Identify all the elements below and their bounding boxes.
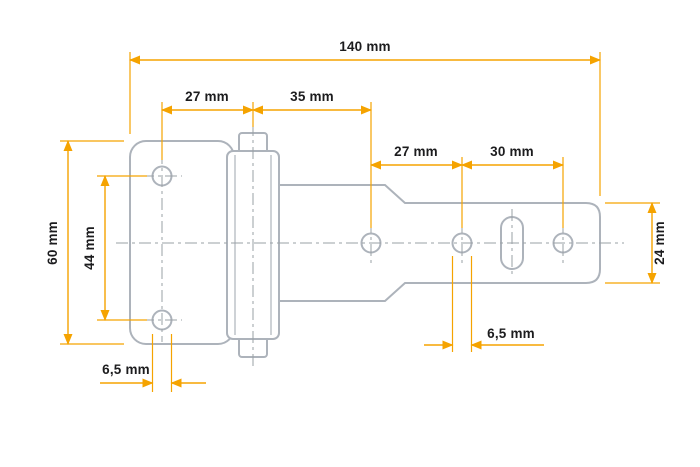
arm-outline bbox=[269, 184, 601, 302]
hinge-part bbox=[129, 132, 601, 358]
dim-label-plate-hole-to-pin: 27 mm bbox=[185, 89, 229, 104]
dim-arm-row: 27 mm 30 mm bbox=[370, 144, 564, 228]
dim-label-arm-end-height: 24 mm bbox=[652, 221, 667, 265]
dim-label-plate-hole-diameter: 6,5 mm bbox=[102, 362, 150, 377]
dim-label-plate-hole-spacing: 44 mm bbox=[82, 226, 97, 270]
dim-plate-height: 60 mm bbox=[45, 140, 124, 345]
dim-label-arm-hole2-to-hole3: 30 mm bbox=[490, 144, 534, 159]
dim-arm-end-height: 24 mm bbox=[605, 202, 667, 284]
dim-label-plate-height: 60 mm bbox=[45, 221, 60, 265]
dim-label-overall-width: 140 mm bbox=[339, 39, 390, 54]
dim-overall-width: 140 mm bbox=[129, 39, 601, 196]
dim-plate-hole-diameter: 6,5 mm bbox=[100, 334, 206, 392]
dim-label-arm-hole1-to-hole2: 27 mm bbox=[394, 144, 438, 159]
dim-plate-hole-spacing: 44 mm bbox=[82, 175, 147, 321]
dim-label-pin-to-arm-hole1: 35 mm bbox=[290, 89, 334, 104]
centerlines bbox=[116, 124, 624, 366]
dim-label-arm-hole-diameter: 6,5 mm bbox=[487, 326, 535, 341]
dim-arm-hole-diameter: 6,5 mm bbox=[424, 256, 544, 352]
